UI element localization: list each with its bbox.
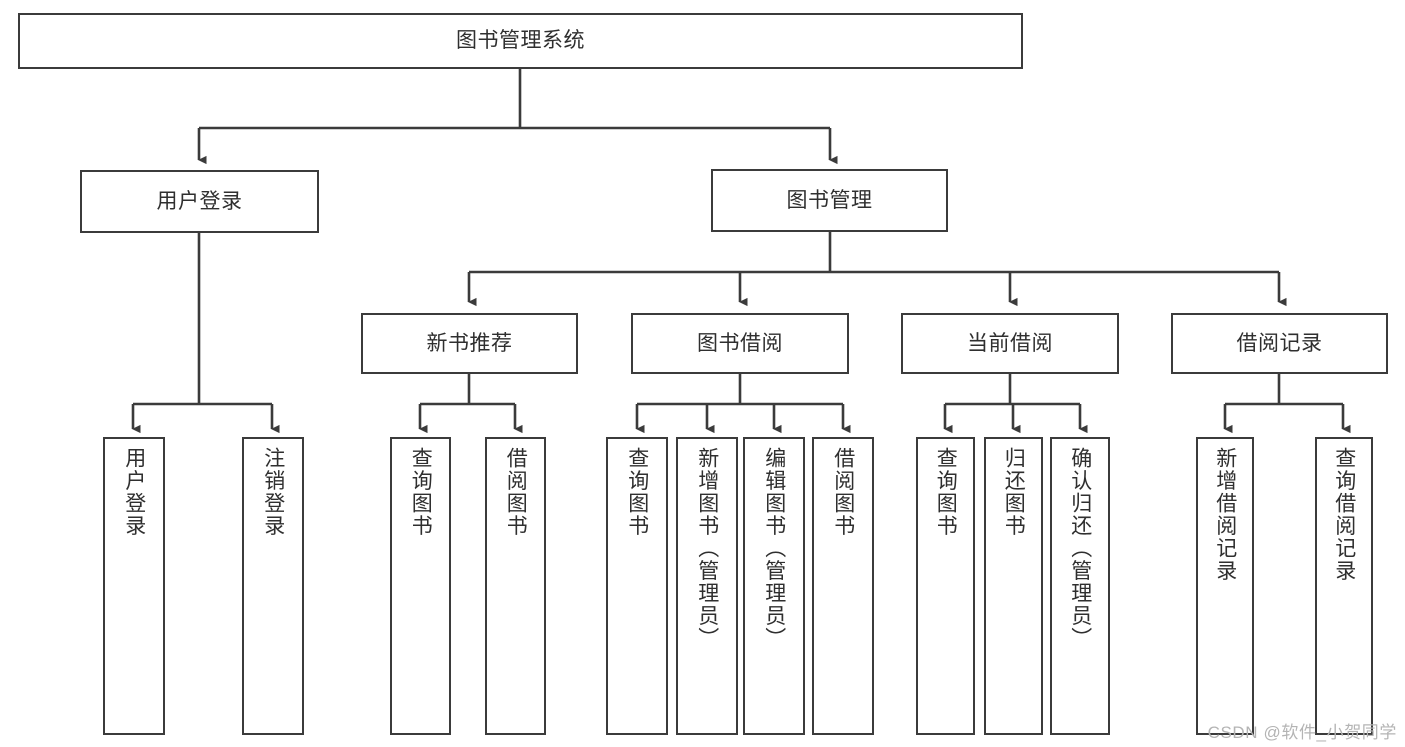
node-label: 图书管理 bbox=[786, 188, 873, 212]
leaf-borrow-record-add-record[interactable]: 新增借阅记录 bbox=[1196, 437, 1254, 735]
leaf-user-login-login[interactable]: 用户登录 bbox=[103, 437, 165, 735]
node-label: 新书推荐 bbox=[426, 331, 513, 355]
node-current-borrow[interactable]: 当前借阅 bbox=[901, 313, 1119, 374]
node-label: 注销登录 bbox=[261, 447, 285, 537]
node-label: 用户登录 bbox=[156, 189, 243, 213]
leaf-current-borrow-confirm-return-admin[interactable]: 确认归还（管理员） bbox=[1050, 437, 1110, 735]
node-label: 查询图书 bbox=[409, 447, 433, 537]
node-label: 查询图书 bbox=[625, 447, 649, 537]
node-label: 查询图书 bbox=[934, 447, 958, 537]
node-label: 当前借阅 bbox=[967, 331, 1053, 355]
leaf-current-borrow-query-books[interactable]: 查询图书 bbox=[916, 437, 975, 735]
leaf-book-borrow-edit-book-admin[interactable]: 编辑图书（管理员） bbox=[743, 437, 805, 735]
node-user-login[interactable]: 用户登录 bbox=[80, 170, 319, 233]
node-label: 查询借阅记录 bbox=[1332, 447, 1356, 582]
watermark-text: CSDN @软件_小贺同学 bbox=[1207, 723, 1397, 742]
node-label: 借阅图书 bbox=[504, 447, 528, 537]
leaf-book-borrow-add-book-admin[interactable]: 新增图书（管理员） bbox=[676, 437, 738, 735]
node-borrow-record[interactable]: 借阅记录 bbox=[1171, 313, 1388, 374]
leaf-new-book-borrow-books[interactable]: 借阅图书 bbox=[485, 437, 546, 735]
leaf-book-borrow-borrow-books[interactable]: 借阅图书 bbox=[812, 437, 874, 735]
node-book-management[interactable]: 图书管理 bbox=[711, 169, 948, 232]
node-label: 编辑图书（管理员） bbox=[762, 447, 786, 650]
node-label: 图书借阅 bbox=[697, 331, 783, 355]
node-label: 新增图书（管理员） bbox=[695, 447, 719, 650]
node-root-book-management-system[interactable]: 图书管理系统 bbox=[18, 13, 1023, 69]
node-label: 归还图书 bbox=[1002, 447, 1026, 537]
leaf-current-borrow-return-books[interactable]: 归还图书 bbox=[984, 437, 1043, 735]
leaf-user-login-logout[interactable]: 注销登录 bbox=[242, 437, 304, 735]
leaf-book-borrow-query-books[interactable]: 查询图书 bbox=[606, 437, 668, 735]
node-new-book-recommend[interactable]: 新书推荐 bbox=[361, 313, 578, 374]
node-label: 用户登录 bbox=[122, 447, 146, 537]
leaf-new-book-query-books[interactable]: 查询图书 bbox=[390, 437, 451, 735]
leaf-borrow-record-query-record[interactable]: 查询借阅记录 bbox=[1315, 437, 1373, 735]
node-label: 新增借阅记录 bbox=[1213, 447, 1237, 582]
node-label: 图书管理系统 bbox=[456, 29, 585, 53]
node-label: 确认归还（管理员） bbox=[1068, 447, 1092, 650]
node-label: 借阅记录 bbox=[1236, 331, 1323, 355]
node-label: 借阅图书 bbox=[831, 447, 855, 537]
node-book-borrow[interactable]: 图书借阅 bbox=[631, 313, 849, 374]
